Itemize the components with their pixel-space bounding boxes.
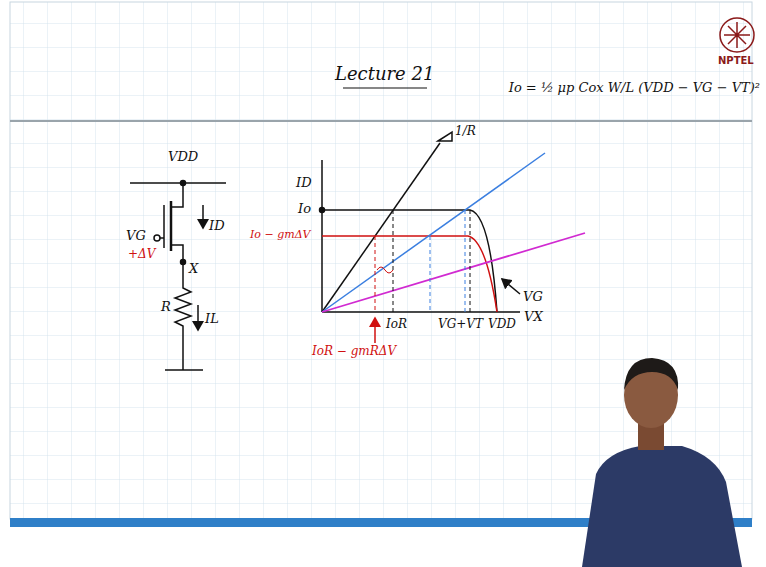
slope-label: 1/R: [455, 125, 476, 138]
axis-tick-label: VDD: [488, 318, 516, 331]
gate-label: VG: [126, 229, 146, 243]
title-underline: [343, 88, 427, 89]
curve-label: VG: [523, 290, 543, 304]
nptel-logo: [720, 18, 754, 52]
lecturer-video: [582, 358, 742, 567]
axis-label: VX: [524, 310, 543, 324]
node-label: X: [189, 262, 198, 276]
current-label: IL: [205, 312, 219, 326]
slide-title: Lecture 21: [335, 64, 434, 84]
iv-plot: [320, 132, 586, 343]
resistor-label: R: [161, 300, 171, 314]
current-label: ID: [209, 219, 225, 233]
pmos-circuit: [130, 181, 226, 371]
axis-tick-label: VG+VT: [438, 318, 483, 331]
axis-tick-label: IoR: [386, 318, 407, 331]
axis-label: ID: [296, 176, 312, 190]
logo-text: NPTEL: [718, 55, 754, 66]
axis-tick-label: Io: [298, 202, 311, 216]
axis-tick-label: Io − gmΔV: [250, 229, 311, 241]
equation: Io = ½ μp Cox W/L (VDD − VG − VT)²: [509, 81, 760, 95]
gate-step-label: +ΔV: [128, 248, 155, 261]
supply-label: VDD: [168, 150, 198, 164]
axis-tick-label: IoR − gmRΔV: [312, 345, 396, 358]
